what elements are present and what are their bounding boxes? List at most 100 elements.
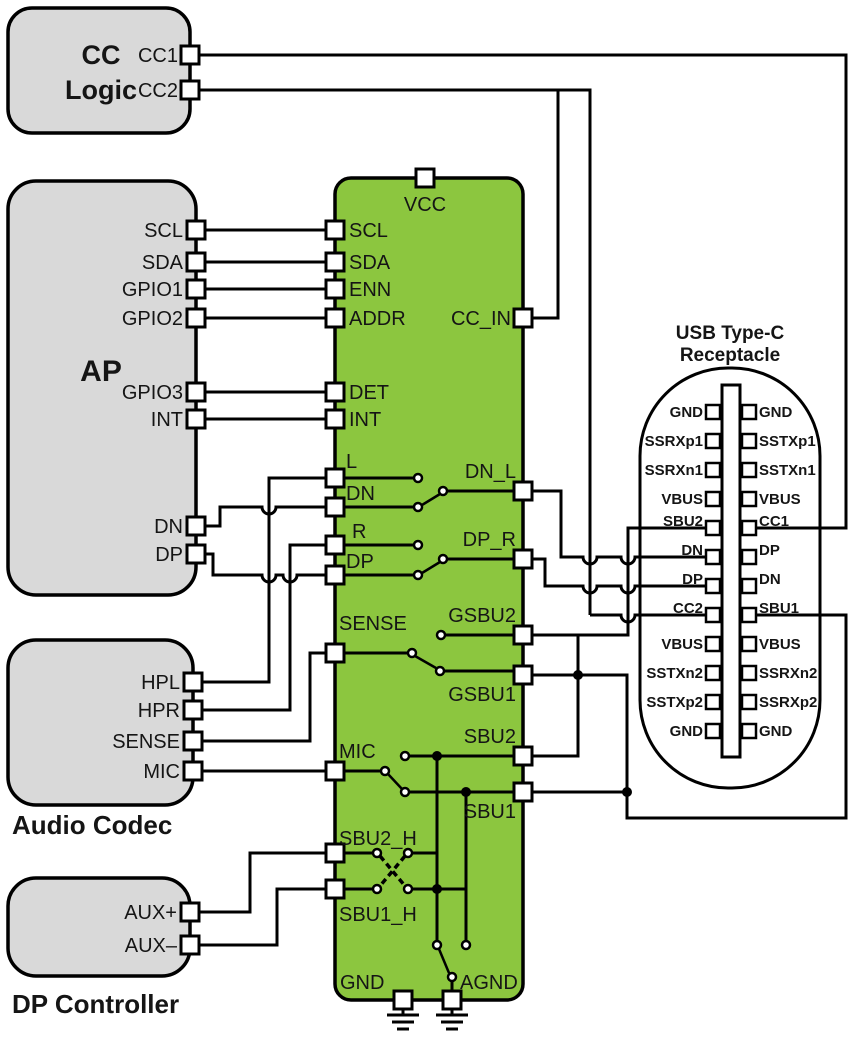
pin xyxy=(512,307,534,329)
mux-pin-label: SBU1 xyxy=(464,801,516,823)
ap-pins xyxy=(185,219,207,565)
receptacle-title-line2: Receptacle xyxy=(680,345,780,366)
wire-aux-plus xyxy=(199,851,326,914)
pin xyxy=(704,635,722,653)
receptacle-pin-label: VBUS xyxy=(661,491,703,508)
pin xyxy=(324,408,346,430)
mux-pin-label: GND xyxy=(340,972,384,994)
mux-pin-label: DET xyxy=(349,382,389,404)
mux-pin-label: CC_IN xyxy=(451,308,511,330)
pin xyxy=(704,693,722,711)
switch-contact xyxy=(431,939,443,951)
audio-codec-pin-label: HPR xyxy=(138,700,180,722)
switch-pole xyxy=(437,553,449,565)
pin xyxy=(512,548,534,570)
switch-pole xyxy=(446,971,458,983)
switch-contact xyxy=(412,501,424,513)
pin xyxy=(324,878,346,900)
mux-pin-label: SBU2_H xyxy=(339,828,417,850)
pin xyxy=(740,606,758,624)
pin xyxy=(182,671,204,693)
mux-pin-label: DP_R xyxy=(463,529,516,551)
ground-symbol xyxy=(436,1009,468,1031)
receptacle-pin-label: SBU1 xyxy=(759,600,799,617)
pin xyxy=(392,989,414,1011)
audio-codec-block xyxy=(6,638,195,807)
pin xyxy=(414,167,436,189)
wires xyxy=(196,53,848,947)
receptacle-pin-label: GND xyxy=(759,404,793,421)
pin xyxy=(324,251,346,273)
pin xyxy=(740,722,758,740)
pin xyxy=(512,781,534,803)
ground-symbols xyxy=(387,1009,468,1031)
wire-ap-dn xyxy=(199,505,326,528)
mux-pin-label: SBU1_H xyxy=(339,904,417,926)
receptacle-pin-label: DP xyxy=(682,571,703,588)
pin xyxy=(324,534,346,556)
ground-symbol xyxy=(387,1009,419,1031)
pin xyxy=(324,496,346,518)
pin xyxy=(740,635,758,653)
pin xyxy=(740,548,758,566)
wire-gsbu2-sbu2conn xyxy=(532,526,706,637)
receptacle-pin-label: SSRXp1 xyxy=(645,433,703,450)
receptacle-pin-label: SSRXp2 xyxy=(759,694,817,711)
receptacle-pin-label: CC1 xyxy=(759,513,789,530)
mux-pin-label: DN_L xyxy=(465,461,516,483)
mux-pin-label: VCC xyxy=(404,194,446,216)
wire-sense xyxy=(196,651,326,743)
pin xyxy=(324,642,346,664)
pin xyxy=(324,278,346,300)
ap-pin-label: GPIO3 xyxy=(122,382,183,404)
pin xyxy=(704,490,722,508)
receptacle-pin-label: SSRXn1 xyxy=(645,462,703,479)
pin xyxy=(740,432,758,450)
wire-aux-minus xyxy=(199,887,326,947)
pin xyxy=(704,722,722,740)
audio-codec-pin-label: MIC xyxy=(143,761,180,783)
dp-controller-pin-label: AUX– xyxy=(125,935,178,957)
receptacle-pin-label: DN xyxy=(681,542,703,559)
wire-hpl xyxy=(196,476,326,684)
pin xyxy=(512,480,534,502)
pin xyxy=(185,251,207,273)
receptacle-pin-label: VBUS xyxy=(759,636,801,653)
mux-pin-label: SCL xyxy=(349,220,388,242)
wire-dpr xyxy=(532,557,706,595)
ap-pin-label: SDA xyxy=(142,252,184,274)
usb-typec-receptacle xyxy=(638,366,822,790)
wire-ap-dp xyxy=(199,552,326,584)
pin xyxy=(740,519,758,537)
pin xyxy=(179,901,201,923)
pin xyxy=(704,403,722,421)
switch-arm xyxy=(414,654,437,670)
receptacle-pin-label: DP xyxy=(759,542,780,559)
ap-pin-label: DN xyxy=(154,516,183,538)
receptacle-pin-label: GND xyxy=(670,723,704,740)
pin xyxy=(185,278,207,300)
ap-pin-label: SCL xyxy=(144,220,183,242)
pin xyxy=(740,664,758,682)
wire-cc2 xyxy=(199,88,592,615)
cross-switch-x xyxy=(378,854,407,888)
switch-contact xyxy=(402,847,414,859)
pin xyxy=(182,730,204,752)
receptacle-pin-label: CC2 xyxy=(673,600,703,617)
switch-contact xyxy=(412,539,424,551)
receptacle-tongue xyxy=(720,383,742,759)
switch-contact xyxy=(371,883,383,895)
mux-pins xyxy=(324,167,534,1011)
pin xyxy=(704,664,722,682)
receptacle-pin-label: SSTXn2 xyxy=(646,665,703,682)
pin xyxy=(704,606,722,624)
dp-controller-title: DP Controller xyxy=(12,989,179,1019)
dp-controller-pin-label: AUX+ xyxy=(124,902,177,924)
wire-hpr xyxy=(196,543,326,712)
mux-pin-label: SDA xyxy=(349,252,391,274)
mux-pin-label: INT xyxy=(349,409,381,431)
cc-logic-block xyxy=(6,6,192,135)
wire-gsbu1-sbu1loop xyxy=(532,613,848,820)
pin xyxy=(704,548,722,566)
